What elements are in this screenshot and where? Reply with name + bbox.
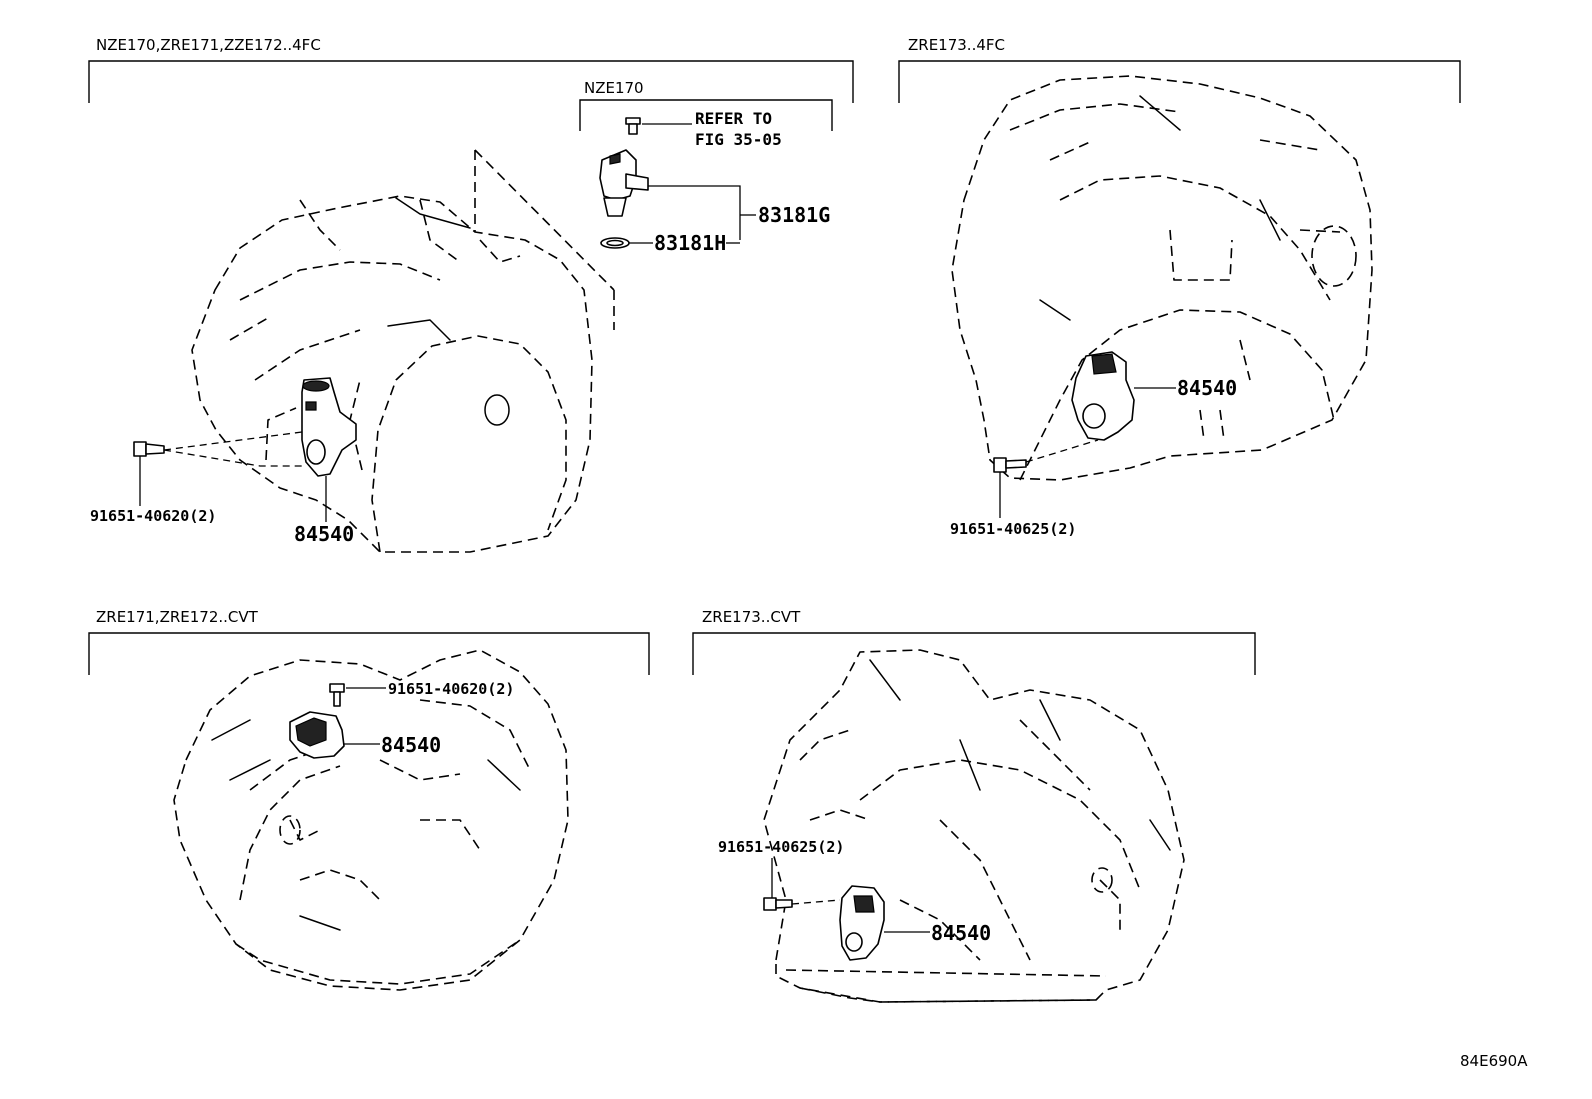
- refer-note-line1: REFER TO: [695, 109, 772, 128]
- neutral-start-switch-bottom-right: [839, 885, 885, 961]
- section-bracket-top-right: [898, 60, 1461, 103]
- transaxle-drawing-bottom-left: [173, 649, 569, 991]
- section-title-top-right: ZRE173..4FC: [908, 36, 1005, 54]
- part-label-83181G[interactable]: 83181G: [758, 203, 830, 227]
- bolt-leader-dashed-bottom-right: [791, 899, 841, 905]
- section-bracket-inset: [579, 99, 833, 131]
- refer-note-line2: FIG 35-05: [695, 130, 782, 149]
- part-label-83181H[interactable]: 83181H: [654, 231, 726, 255]
- bolt-leader-dashed-top-right: [1025, 439, 1099, 463]
- small-bolt-icon-inset: [625, 117, 641, 135]
- bolt-icon-bottom-left: [329, 683, 345, 707]
- bolt-icon-bottom-right: [763, 897, 793, 911]
- section-title-bottom-left: ZRE171,ZRE172..CVT: [96, 608, 259, 626]
- transaxle-drawing-top-left: [191, 149, 615, 553]
- part-label-bolt-bottom-right[interactable]: 91651-40625(2): [718, 838, 844, 856]
- section-title-inset: NZE170: [584, 79, 644, 97]
- bolt-icon-top-left: [133, 441, 165, 457]
- section-title-bottom-right: ZRE173..CVT: [702, 608, 801, 626]
- section-bracket-top-left: [88, 60, 854, 103]
- bolt-leader-dashed-top-left: [163, 431, 306, 467]
- part-label-switch-top-right[interactable]: 84540: [1177, 376, 1237, 400]
- part-label-switch-bottom-right[interactable]: 84540: [931, 921, 991, 945]
- part-label-switch-bottom-left[interactable]: 84540: [381, 733, 441, 757]
- speed-sensor-icon: [599, 149, 649, 217]
- part-label-bolt-top-right[interactable]: 91651-40625(2): [950, 520, 1076, 538]
- neutral-start-switch-bottom-left: [289, 711, 345, 759]
- section-bracket-bottom-right: [692, 632, 1256, 675]
- bolt-icon-top-right: [993, 457, 1027, 473]
- part-label-bolt-top-left[interactable]: 91651-40620(2): [90, 507, 216, 525]
- transaxle-drawing-top-right: [951, 75, 1373, 481]
- transaxle-drawing-bottom-right: [763, 649, 1185, 1003]
- part-label-bolt-bottom-left[interactable]: 91651-40620(2): [388, 680, 514, 698]
- neutral-start-switch-top-right: [1071, 351, 1135, 441]
- section-title-top-left: NZE170,ZRE171,ZZE172..4FC: [96, 36, 321, 54]
- part-label-switch-top-left[interactable]: 84540: [294, 522, 354, 546]
- neutral-start-switch-top-left: [301, 377, 357, 477]
- section-bracket-bottom-left: [88, 632, 650, 675]
- diagram-id: 84E690A: [1460, 1052, 1528, 1070]
- o-ring-icon: [600, 237, 630, 249]
- sensor-leader: [648, 185, 741, 240]
